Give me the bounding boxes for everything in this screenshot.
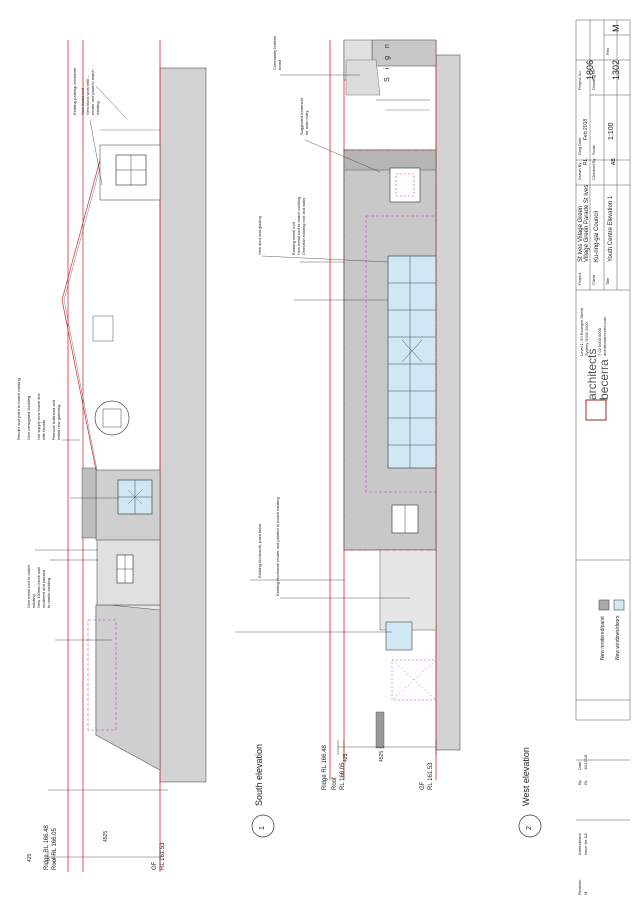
south-elevation-drawing bbox=[35, 40, 207, 872]
date-col-header: Date bbox=[577, 761, 582, 770]
south-note-16: to match existing bbox=[46, 577, 51, 608]
rev-value: M bbox=[611, 24, 621, 33]
west-note-4: for main entry bbox=[304, 110, 309, 135]
ground-band bbox=[159, 67, 207, 783]
south-gf-label: GF bbox=[152, 861, 158, 870]
south-dim-4525: 4525 bbox=[103, 830, 109, 842]
south-note-1: Existing parking/ brickwork bbox=[72, 67, 77, 115]
south-note-5: existing bbox=[95, 101, 100, 115]
west-roof-rl: RL 166.05 bbox=[340, 762, 346, 790]
firm-logo-mark bbox=[585, 399, 607, 421]
round-vent bbox=[94, 400, 130, 436]
project-line2: Village Green Parade St Ives bbox=[584, 184, 590, 262]
firm-info-2: Sydney NSW 2000 bbox=[584, 322, 589, 356]
west-note-10: Existing blockwork render and painted to… bbox=[275, 497, 280, 596]
issue-desc: Issue for DA bbox=[583, 832, 588, 855]
west-note-9: Existing blockwork, paint finish bbox=[257, 523, 262, 578]
west-roof-label: Roof bbox=[332, 777, 338, 790]
legend-swatch-new-windows bbox=[613, 599, 625, 611]
by-col-header: By bbox=[577, 780, 582, 785]
south-gf-rl: RL 161.53 bbox=[160, 842, 166, 870]
checked-value: AB bbox=[611, 158, 617, 165]
west-glazing-bank bbox=[387, 255, 437, 469]
date-label: Dwg Date bbox=[577, 137, 582, 155]
south-note-6: Render and paint to match existing bbox=[16, 378, 21, 440]
view-number-1: 1 bbox=[259, 826, 266, 830]
client-label: Client bbox=[591, 274, 596, 285]
title-block bbox=[575, 19, 631, 821]
west-gf-label: GF bbox=[420, 781, 426, 790]
view-number-2: 2 bbox=[526, 826, 533, 830]
ground-band-west bbox=[435, 54, 461, 751]
south-note-11: install new guttering bbox=[56, 404, 61, 440]
west-elevation-drawing bbox=[235, 39, 461, 780]
scale-label: Scale bbox=[591, 144, 596, 155]
rev-label: Rev bbox=[605, 47, 610, 55]
issue-by: RL bbox=[583, 779, 588, 785]
west-dim-4525: 4525 bbox=[379, 750, 385, 762]
south-dim-425: 425 bbox=[27, 853, 33, 862]
view-number-circle-2 bbox=[518, 814, 542, 838]
rev-col-header: Revision bbox=[577, 879, 582, 895]
date-value: Feb 2018 bbox=[583, 118, 589, 140]
title-label: Title bbox=[605, 277, 610, 285]
south-roof-level: Roof RL 166.05 bbox=[52, 828, 58, 870]
south-note-9: with facade bbox=[41, 419, 46, 440]
view-number-circle-1 bbox=[251, 814, 275, 838]
south-note-7: New corrugated cladding bbox=[26, 395, 31, 440]
scale-value: 1:100 bbox=[608, 122, 615, 140]
project-label: Project bbox=[577, 272, 582, 285]
west-note-8: Demolish existing roof and walls bbox=[301, 197, 306, 255]
west-dim-425: 425 bbox=[343, 753, 349, 762]
firm-info-4: architectsbecerra.com bbox=[602, 316, 607, 356]
job-label: Project No bbox=[577, 71, 582, 90]
issue-rev: M bbox=[583, 891, 588, 895]
west-ridge-level: Ridge RL 166.48 bbox=[322, 745, 328, 790]
south-ridge-level: Ridge RL 166.48 bbox=[44, 825, 50, 870]
dwg-number: 1302 bbox=[611, 59, 621, 80]
client-name: Ku-ring-gai Council bbox=[594, 210, 600, 262]
desc-col-header: Amendment bbox=[577, 833, 582, 855]
drawn-value: RL bbox=[583, 158, 589, 165]
south-elevation-title: South elevation bbox=[254, 743, 264, 806]
drawing-title: Youth Centre Elevation 1 bbox=[608, 195, 614, 262]
dwg-label: Drawing No bbox=[591, 69, 596, 90]
west-note-2: board bbox=[277, 59, 282, 70]
legend-existing-label: New rendered/paint bbox=[600, 616, 606, 660]
issue-date: 11/12/18 bbox=[583, 754, 588, 770]
firm-name-line2: becerra bbox=[597, 359, 611, 400]
west-window-top bbox=[389, 167, 421, 203]
legend-new-windows-label: New windows/doors bbox=[615, 615, 621, 660]
west-note-5: New door and glazing bbox=[257, 216, 262, 255]
west-gf-rl: RL 161.53 bbox=[428, 762, 434, 790]
sign-board bbox=[371, 39, 437, 67]
sign-text: S i g n bbox=[384, 41, 391, 82]
drawn-label: Drawn By bbox=[577, 162, 582, 180]
checked-label: Checked By bbox=[591, 158, 596, 180]
legend-swatch-existing bbox=[598, 599, 610, 611]
west-elevation-title: West elevation bbox=[521, 747, 531, 806]
